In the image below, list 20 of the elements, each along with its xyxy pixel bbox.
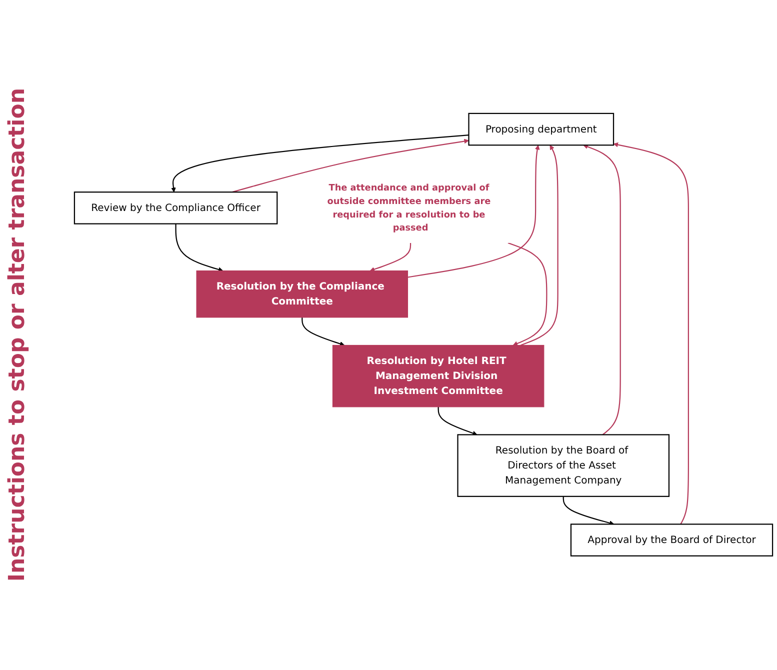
arrow	[520, 145, 558, 346]
node-box: Approval by the Board of Director	[570, 524, 774, 557]
arrow	[175, 224, 224, 272]
node-box: Proposing department	[468, 113, 614, 146]
arrow	[171, 134, 469, 193]
node-box: Resolution by Hotel REIT Management Division Investment Committee	[332, 345, 544, 408]
arrow	[408, 145, 540, 278]
node-box: Review by the Compliance Officer	[74, 192, 278, 225]
node-box: Resolution by the Compliance Committee	[196, 270, 408, 318]
node-box: Resolution by the Board of Directors of the Asset Management Company	[457, 434, 670, 498]
arrow	[302, 318, 345, 346]
side-note: Instructions to stop or alter transaction	[5, 88, 31, 582]
arrow	[370, 243, 412, 272]
arrow	[613, 142, 689, 525]
arrow	[583, 144, 621, 436]
arrow	[508, 242, 548, 346]
node-text: The attendance and approval of outside committee members are required for a resolution to be passed	[327, 182, 491, 234]
arrow	[438, 407, 478, 436]
arrow	[562, 496, 614, 526]
arrow	[232, 139, 469, 193]
